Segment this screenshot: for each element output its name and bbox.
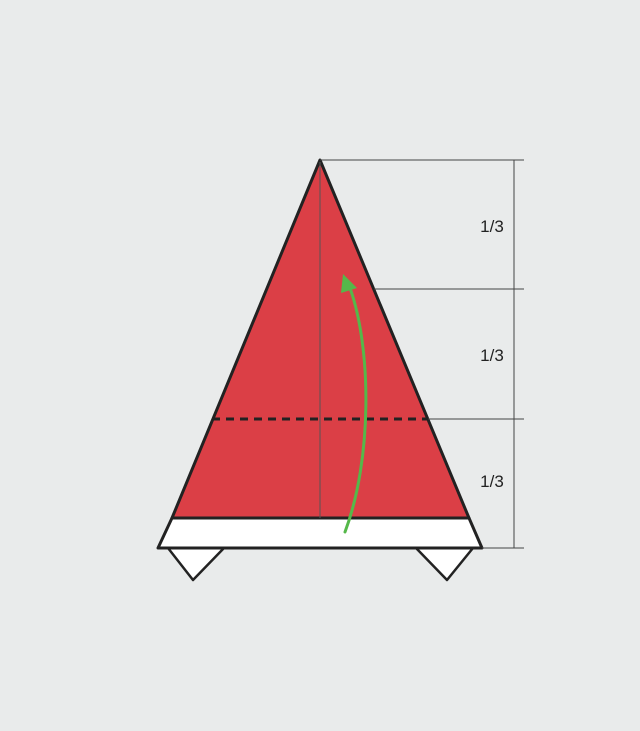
segment-label-middle: 1/3 bbox=[480, 346, 504, 365]
segment-label-top: 1/3 bbox=[480, 217, 504, 236]
right-flap bbox=[414, 546, 475, 582]
curved-arrow-up-icon bbox=[341, 274, 368, 534]
segment-label-bottom: 1/3 bbox=[480, 472, 504, 491]
hat-brim bbox=[156, 516, 484, 550]
left-flap bbox=[166, 546, 226, 582]
